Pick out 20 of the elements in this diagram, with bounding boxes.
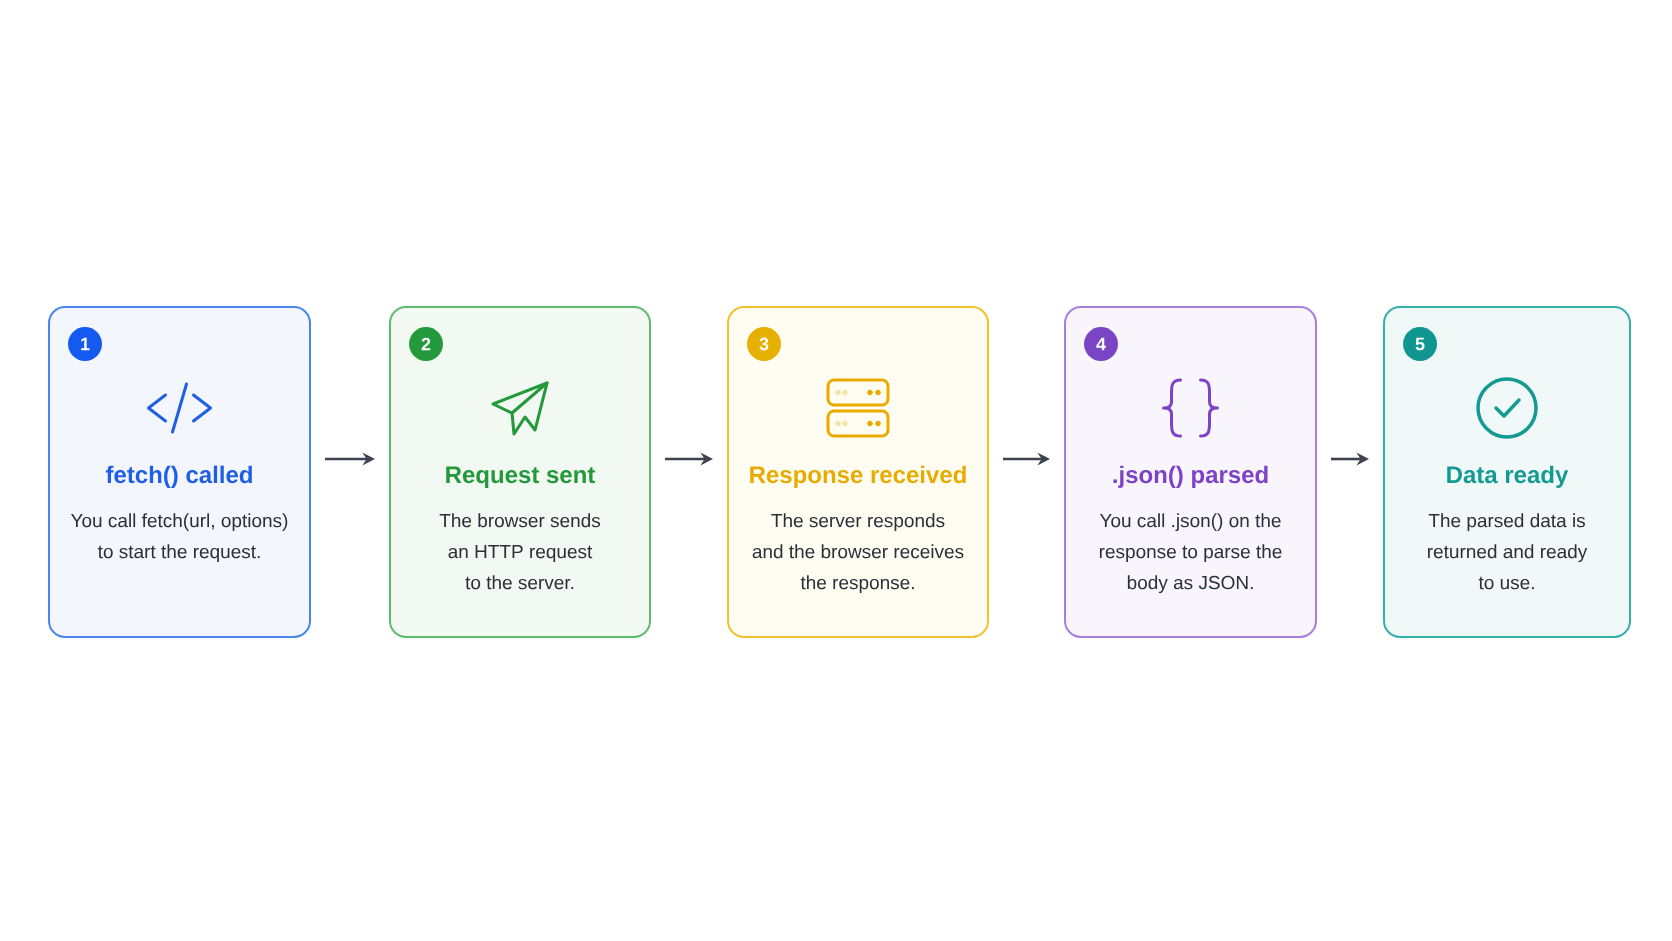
- step-card: [1383, 306, 1631, 638]
- step-card: [389, 306, 651, 638]
- step-description: The parsed data is returned and ready to use.: [1428, 513, 1588, 590]
- step-card: [48, 306, 311, 638]
- number-badge: 1: [68, 327, 102, 361]
- step-description: The browser sends an HTTP request to the server.: [439, 513, 601, 590]
- step-title: Data ready: [1447, 465, 1569, 488]
- number-badge: 3: [747, 327, 781, 361]
- step-description: You call .json() on the response to parse the body as JSON.: [1099, 513, 1282, 594]
- step-description: The server responds and the browser receives the response.: [752, 513, 964, 594]
- step-description: You call fetch(url, options) to start the request.: [70, 513, 288, 563]
- step-title: .json() parsed: [1113, 465, 1268, 488]
- number-badge: 5: [1403, 327, 1437, 361]
- step-title: Response received: [750, 465, 966, 488]
- number-badge: 4: [1084, 327, 1118, 361]
- step-title: Request sent: [446, 466, 595, 488]
- step-card: [727, 306, 989, 638]
- step-title: fetch() called: [105, 465, 252, 488]
- step-card: [1064, 306, 1317, 638]
- number-badge: 2: [409, 327, 443, 361]
